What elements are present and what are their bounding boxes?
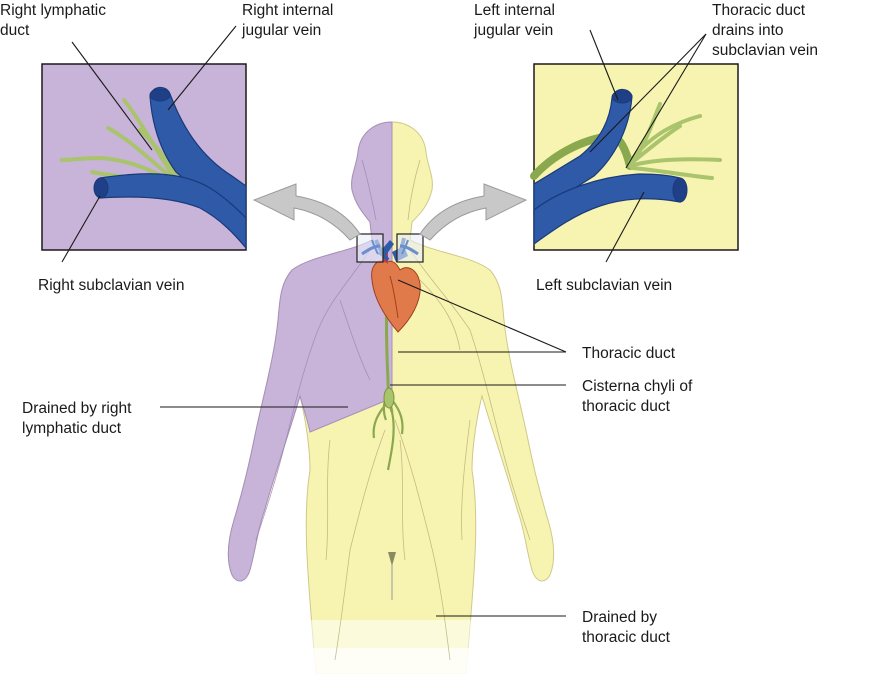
label-right-lymphatic-duct: Right lymphatic duct (0, 2, 110, 39)
right-veins (93, 86, 247, 250)
label-right-subclavian-vein: Right subclavian vein (38, 277, 184, 294)
label-drained-by-right-lymphatic-duct: Drained by right lymphatic duct (22, 400, 136, 437)
label-right-internal-jugular-vein: Right internal jugular vein (241, 2, 338, 39)
arrow-to-right-inset (252, 183, 361, 241)
body-silhouette (227, 121, 555, 674)
label-thoracic-duct-drains-into-subclavian-vein: Thoracic duct drains into subclavian vei… (712, 2, 818, 59)
arrow-to-left-inset (419, 183, 528, 241)
label-cisterna-chyli: Cisterna chyli of thoracic duct (582, 378, 697, 415)
left-veins (533, 88, 688, 246)
label-drained-by-thoracic-duct: Drained by thoracic duct (582, 609, 671, 646)
left-lymphatic-vessels (628, 102, 722, 180)
labels: Right lymphatic duct Right internal jugu… (0, 2, 818, 646)
left-inset (530, 63, 739, 251)
zoom-box-left (396, 233, 424, 263)
cisterna-chyli-vessel (372, 389, 404, 471)
label-left-subclavian-vein: Left subclavian vein (536, 277, 672, 294)
leader-lines (61, 25, 707, 617)
label-left-internal-jugular-vein: Left internal jugular vein (473, 2, 559, 39)
label-thoracic-duct: Thoracic duct (582, 345, 676, 362)
right-inset (41, 63, 247, 251)
zoom-box-right (356, 233, 384, 263)
